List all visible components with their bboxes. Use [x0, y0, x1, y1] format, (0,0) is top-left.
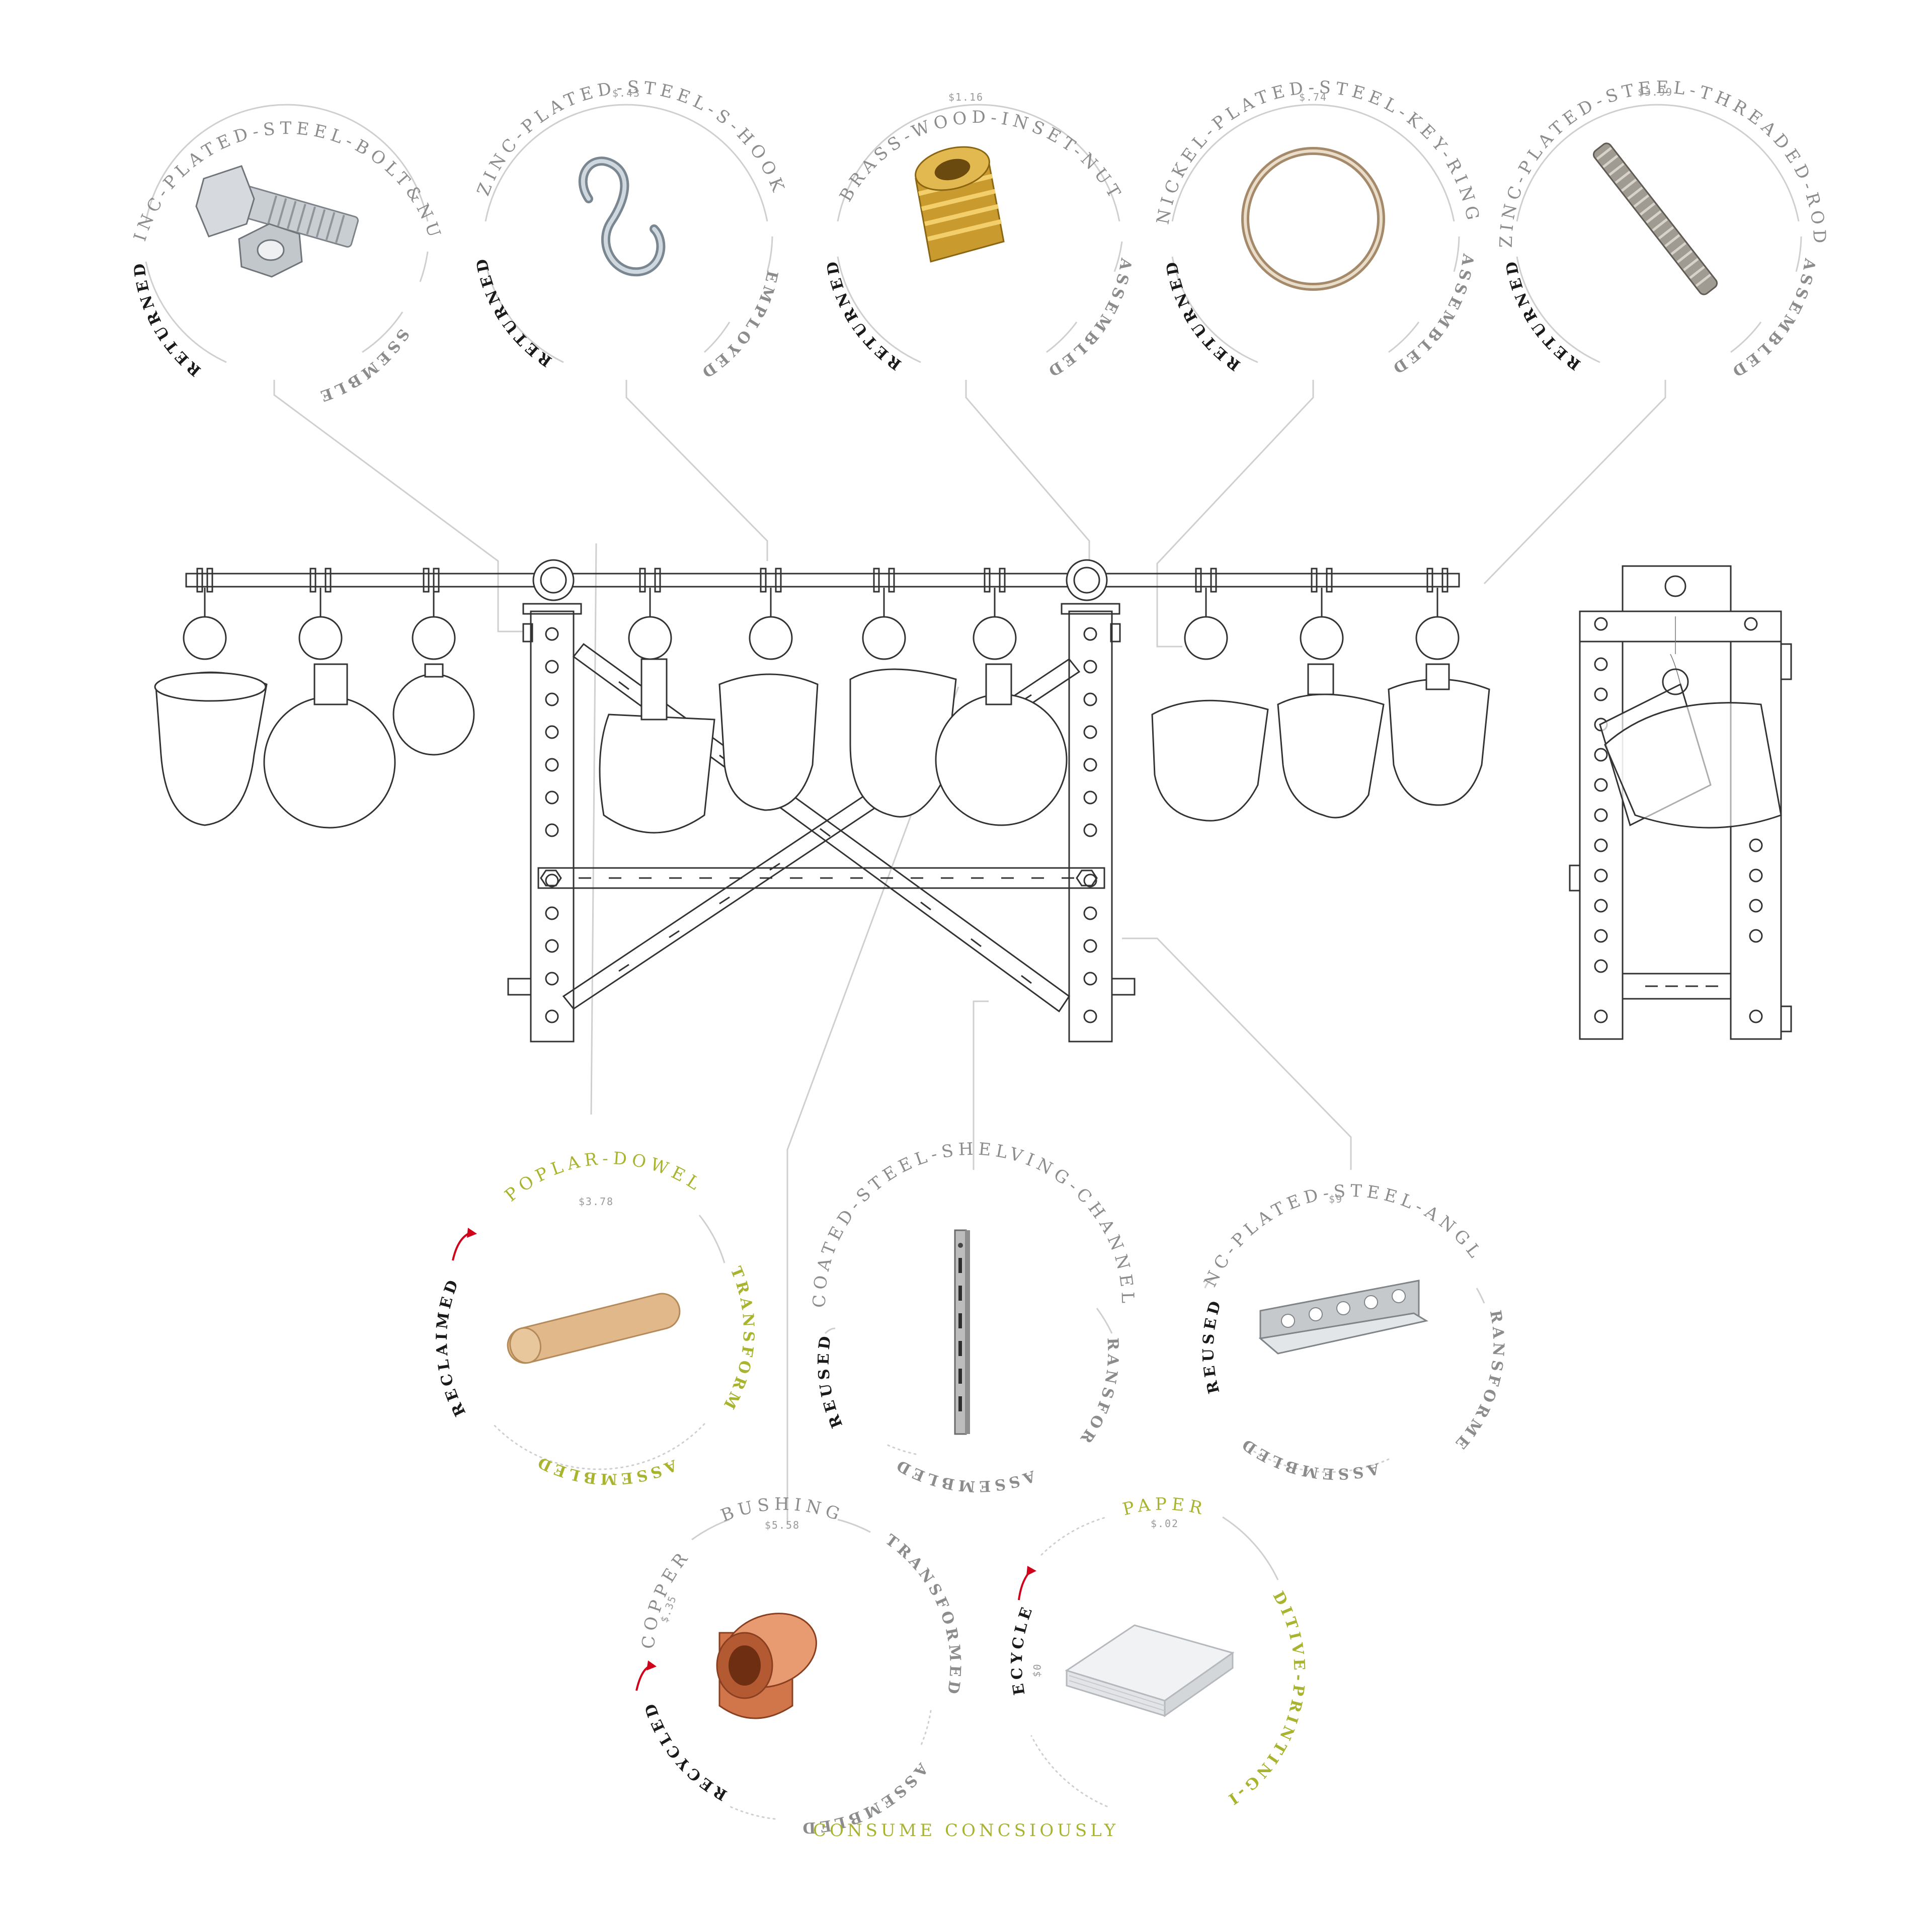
material-circle-copper-bushing: BUSHING $5.58 COPPER $.35 TRANSFORMED AS… — [635, 1494, 964, 1837]
svg-text:ASSEMBLED: ASSEMBLED — [1387, 252, 1477, 378]
material-side-status: RECYCLED — [0, 0, 1033, 1696]
svg-text:ASSEMBLED: ASSEMBLED — [1042, 257, 1135, 381]
svg-text:RECYCLED: RECYCLED — [0, 0, 1037, 1696]
paper-stack-icon — [1065, 1624, 1235, 1717]
svg-text:REUSED: REUSED — [1199, 1296, 1226, 1395]
part-right-status: EMPLOYED — [696, 269, 777, 383]
steel-angle-icon — [1258, 1280, 1429, 1355]
brass-insert-nut-icon — [915, 146, 1005, 263]
wood-dowel-icon — [507, 1293, 681, 1364]
bolt-and-nut-icon — [195, 165, 359, 278]
material-side-status: REUSED — [1199, 1296, 1222, 1395]
copper-bushing-icon — [716, 1613, 817, 1719]
part-circle-bolt-nut: ZINC-PLATED-STEEL-BOLT&NUT RETURNED ASSE… — [0, 0, 441, 406]
svg-text:ASSEMBLED: ASSEMBLED — [1726, 257, 1819, 381]
svg-text:RETURNED: RETURNED — [1502, 257, 1584, 373]
part-circle-key-ring: NICKEL-PLATED-STEEL-KEY-RING $.74 RETURN… — [1153, 77, 1479, 379]
part-circle-brass-nut: BRASS-WOOD-INSET-NUT $1.16 RETURNED ASSE… — [823, 91, 1135, 381]
svg-text:RECLAIMED: RECLAIMED — [433, 1275, 469, 1419]
part-right-status: ASSEMBLED — [1726, 257, 1815, 381]
svg-text:TRANSFORMED: TRANSFORMED — [882, 1531, 964, 1699]
part-left-status: RETURNED — [1162, 257, 1240, 374]
material-circle-poplar-dowel: POPLAR-DOWEL $3.78 TRANSFORM ASSEMBLED R… — [433, 1148, 758, 1487]
material-bottom-status: ASSEMBLED — [1236, 1434, 1378, 1483]
mug-drawings — [154, 658, 1490, 834]
svg-text:REUSED: REUSED — [815, 1332, 847, 1431]
part-circle-threaded-rod: ZINC-PLATED-STEEL-THREADED-ROD $3.99 RET… — [1496, 77, 1825, 382]
part-price: $1.16 — [948, 91, 984, 103]
material-side-status: RECYCLED — [640, 1698, 727, 1804]
mug-rack-front-elevation — [154, 559, 1490, 1043]
material-name: PAPER — [1121, 1494, 1204, 1520]
svg-text:RETURNED: RETURNED — [1162, 257, 1244, 374]
material-side-status: REUSED — [815, 1332, 843, 1431]
material-right-status: TRANSFORMED — [882, 1531, 960, 1699]
svg-text:PAPER: PAPER — [1121, 1494, 1209, 1520]
side-mug-cluster — [1599, 616, 1782, 829]
shelving-channel-icon — [954, 1229, 970, 1435]
material-price: $.02 — [1151, 1518, 1179, 1530]
part-right-status: ASSEMBLED — [1387, 252, 1474, 378]
s-hook-icon — [578, 156, 666, 277]
footer-slogan: CONSUME CONCSIOUSLY — [813, 1820, 1119, 1841]
svg-text:TRANSFORM: TRANSFORM — [718, 1264, 758, 1415]
material-price: $5.58 — [765, 1519, 800, 1531]
svg-text:ASSEMBLED: ASSEMBLED — [1236, 1434, 1381, 1483]
material-bottom-status: ASSEMBLED — [891, 1455, 1034, 1495]
part-price: $.74 — [1299, 91, 1327, 103]
part-price: $3.99 — [1638, 86, 1673, 98]
svg-text:RETURNED: RETURNED — [472, 254, 555, 370]
svg-text:ASSEMBLED: ASSEMBLED — [891, 1455, 1038, 1495]
threaded-rod-icon — [1592, 142, 1718, 295]
part-left-status: RETURNED — [1502, 257, 1580, 373]
part-left-status: RETURNED — [130, 259, 201, 379]
part-circle-s-hook: ZINC-PLATED-STEEL-S-HOOK $.43 RETURNED E… — [472, 77, 785, 383]
material-price: $3.78 — [579, 1196, 614, 1208]
part-price: $.43 — [612, 87, 640, 99]
key-ring-icon — [1241, 147, 1385, 291]
part-right-status: ASSEMBLED — [1042, 257, 1132, 381]
material-side-status: RECLAIMED — [433, 1275, 466, 1419]
material-price: $9 — [1329, 1193, 1343, 1205]
svg-text:EMPLOYED: EMPLOYED — [696, 269, 781, 383]
svg-text:RECYCLED: RECYCLED — [640, 1698, 730, 1804]
material-right-status: TRANSFORM — [718, 1264, 754, 1415]
mug-rack-side-elevation — [1569, 565, 1792, 1040]
part-left-status: RETURNED — [472, 254, 551, 370]
part-left-status: RETURNED — [823, 257, 901, 373]
leader-lines — [273, 380, 1666, 1525]
svg-text:RETURNED: RETURNED — [823, 257, 905, 373]
svg-text:RETURNED: RETURNED — [130, 259, 204, 379]
material-side-price: $0 — [1030, 1662, 1043, 1678]
